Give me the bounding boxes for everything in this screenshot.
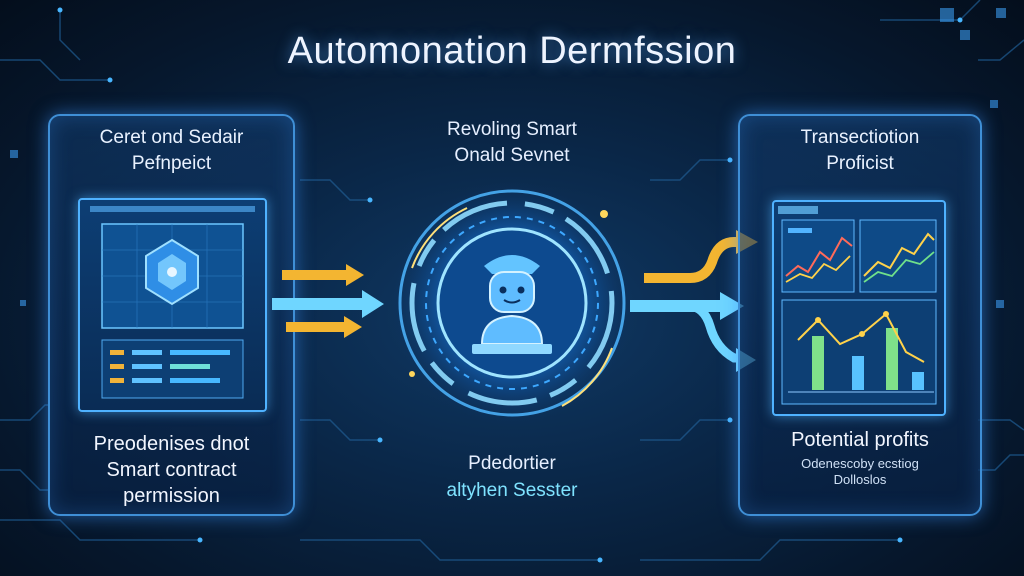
arrow-right-icon (286, 316, 362, 338)
arrow-right-icon (630, 292, 744, 320)
smart-contract-core (390, 181, 634, 425)
right-panel-caption-line2: Odenescoby ecstiog (801, 456, 919, 471)
profit-dashboard-graphic (778, 206, 937, 405)
left-panel-title-line2: Pefnpeict (131, 153, 212, 174)
left-panel: Ceret ond Sedair Pefnpeict (48, 114, 295, 516)
left-panel-caption-line1: Preodenises dnot (93, 433, 250, 455)
right-panel-title-line1: Transectiotion (800, 127, 920, 148)
profit-dashboard (772, 200, 946, 416)
center-title-line1: Revoling Smart (447, 119, 577, 140)
contract-monitor (78, 198, 267, 412)
arrow-right-icon (272, 290, 384, 318)
center-caption-line1: Pdedortier (468, 453, 556, 474)
center-title-line2: Onald Sevnet (454, 145, 570, 166)
center-caption-line2: altyhen Sesster (446, 480, 578, 501)
arrow-right-icon (282, 264, 364, 286)
right-panel-title-line2: Proficist (826, 153, 894, 174)
left-panel-title-line1: Ceret ond Sedair (99, 127, 244, 148)
hexagon-shield-icon (145, 238, 199, 306)
page-title: Automonation Dermfssion (287, 30, 737, 72)
left-panel-caption-line2: Smart contract (106, 459, 237, 481)
left-panel-caption-line3: permission (123, 485, 220, 507)
right-panel: Transectiotion Proficist (738, 114, 982, 516)
contract-monitor-graphic (90, 206, 255, 399)
robot-avatar-icon (472, 255, 552, 354)
left-arrows (272, 264, 384, 338)
right-panel-caption-line3: Dolloslos (833, 472, 887, 487)
right-panel-caption-line1: Potential profits (791, 429, 929, 451)
